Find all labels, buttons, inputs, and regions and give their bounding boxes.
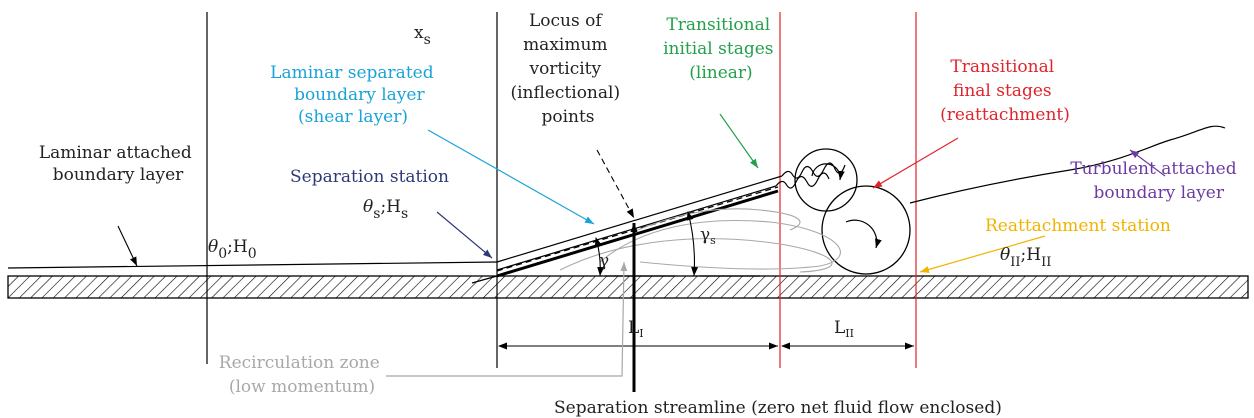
separation-station-label: Separation station bbox=[290, 167, 449, 187]
locus-arrow bbox=[596, 149, 635, 219]
laminar-attached-edge bbox=[7, 261, 498, 269]
gamma-s-arc bbox=[686, 211, 699, 277]
transitional-initial-label: Transitional initial stages (linear) bbox=[663, 15, 779, 83]
turbulent-arrow bbox=[1129, 149, 1166, 177]
laminar-attached-arrow bbox=[117, 225, 138, 267]
l-ii-label: LII bbox=[834, 318, 854, 340]
theta-ii-label: θII;HII bbox=[1000, 245, 1051, 270]
recirculation-streamlines bbox=[559, 208, 841, 273]
reattachment-station-label: Reattachment station bbox=[985, 216, 1171, 236]
vortex-large bbox=[821, 185, 911, 275]
turbulent-label: Turbulent attached boundary layer bbox=[1070, 159, 1242, 203]
turbulent-edge bbox=[909, 125, 1226, 204]
l-i-label: LI bbox=[628, 318, 644, 340]
vortex-small bbox=[794, 148, 858, 212]
transitional-final-label: Transitional final stages (reattachment) bbox=[940, 57, 1070, 125]
separation-streamline-label: Separation streamline (zero net fluid fl… bbox=[554, 398, 1002, 418]
xs-label: xs bbox=[414, 23, 431, 48]
locus-label: Locus of maximum vorticity (inflectional… bbox=[510, 11, 625, 127]
gamma-arc bbox=[594, 237, 605, 277]
separation-station-arrow bbox=[436, 211, 493, 259]
recirculation-arrow bbox=[386, 261, 628, 377]
reattachment-arrow bbox=[919, 235, 1046, 273]
theta-0-label: θ0;H0 bbox=[208, 237, 257, 262]
laminar-attached-label: Laminar attached boundary layer bbox=[39, 143, 197, 185]
hatched-wall bbox=[7, 275, 1249, 299]
recirculation-label: Recirculation zone (low momentum) bbox=[219, 353, 385, 397]
locus-dashed-line bbox=[496, 186, 779, 272]
laminar-separated-arrow bbox=[427, 129, 595, 225]
shear-layer bbox=[471, 175, 783, 284]
transitional-initial-arrow bbox=[719, 113, 759, 169]
gamma-label: γ bbox=[599, 251, 609, 271]
gamma-s-label: γs bbox=[700, 225, 716, 247]
laminar-separated-label: Laminar separated boundary layer (shear … bbox=[270, 63, 439, 127]
transitional-final-arrow bbox=[872, 137, 959, 189]
theta-s-label: θs;Hs bbox=[363, 197, 408, 222]
